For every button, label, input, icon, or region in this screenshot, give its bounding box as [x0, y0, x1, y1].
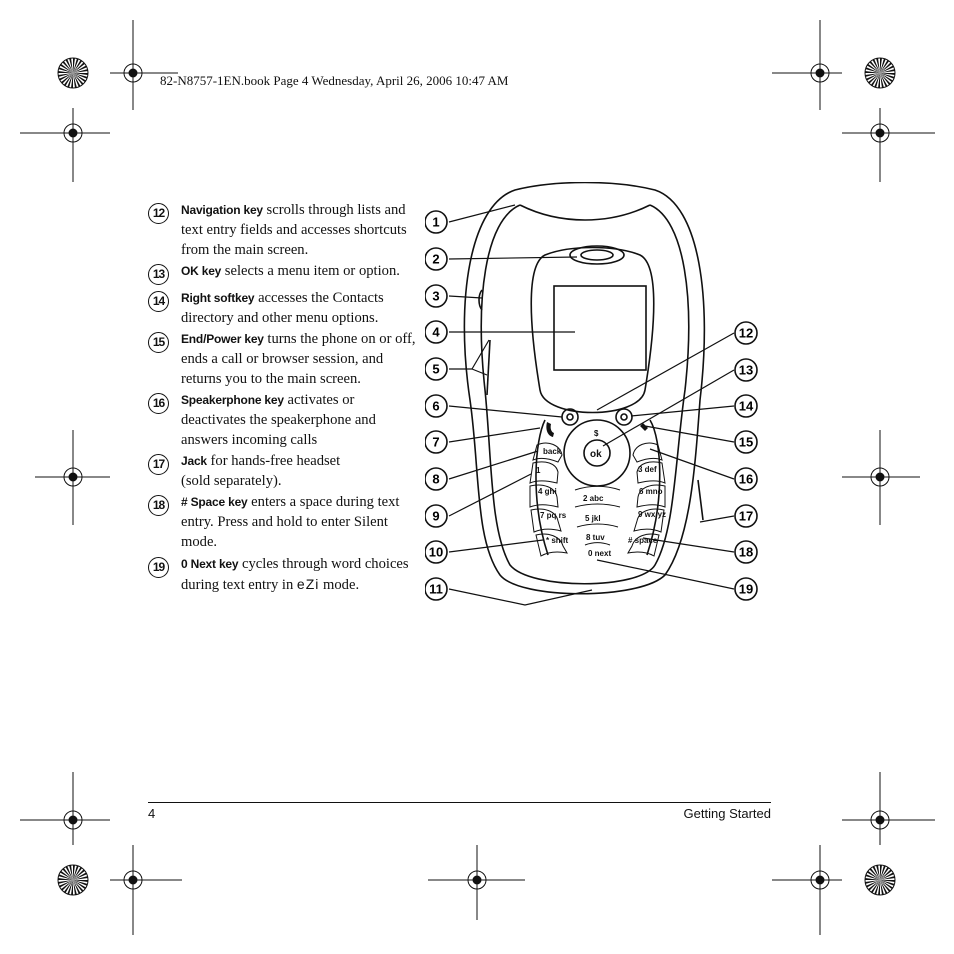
callout-label: 10 — [429, 545, 443, 560]
key-8: 8 tuv — [586, 533, 605, 542]
callout-label: 13 — [739, 363, 753, 378]
key-name: End/Power key — [181, 332, 264, 346]
callout-circle — [425, 210, 448, 234]
key-star: * shift — [546, 536, 569, 545]
callout-circle — [425, 284, 448, 308]
callout-circle — [734, 577, 758, 601]
callout-circle — [425, 577, 448, 601]
callout-circle — [734, 467, 758, 491]
key-description: activates or deactivates the speakerphon… — [181, 392, 376, 448]
callout-number: 18 — [148, 495, 169, 516]
callout-label: 11 — [429, 582, 443, 597]
key-hash: # space — [628, 536, 658, 545]
callout-number: 15 — [148, 332, 169, 353]
callout-circle — [734, 321, 758, 345]
key-4: 4 ghi — [538, 487, 557, 496]
callout-label: 6 — [432, 399, 439, 414]
callout-circle — [425, 467, 448, 491]
callout-number: 12 — [148, 203, 169, 224]
callout-label: 18 — [739, 545, 753, 560]
callout-circle — [425, 247, 448, 271]
key-name: Jack — [181, 454, 207, 468]
callout-label: 14 — [739, 399, 754, 414]
callout-number: 16 — [148, 393, 169, 414]
key-description: selects a menu item or option. — [221, 263, 400, 279]
key-name: Right softkey — [181, 291, 255, 305]
key-9: 9 wx yz — [638, 510, 666, 519]
callout-circle — [425, 540, 448, 564]
callout-circle — [425, 394, 448, 418]
key-0: 0 next — [588, 549, 611, 558]
callout-number: 17 — [148, 454, 169, 475]
ezi-logo: eZi — [296, 576, 320, 592]
callout-number: 19 — [148, 557, 169, 578]
starburst-mark — [864, 57, 896, 89]
starburst-mark — [57, 864, 89, 896]
key-s: $ — [594, 429, 599, 438]
callout-label: 5 — [432, 362, 439, 377]
key-6: 6 mno — [639, 487, 663, 496]
key-back: back — [543, 447, 562, 456]
key-description: enters a space during text entry. Press … — [181, 494, 400, 550]
callout-label: 8 — [432, 472, 439, 487]
key-name: 0 Next key — [181, 557, 239, 571]
starburst-mark — [864, 864, 896, 896]
callout-circle — [734, 358, 758, 382]
key-5: 5 jkl — [585, 514, 601, 523]
key-name: # Space key — [181, 495, 248, 509]
section-title: Getting Started — [683, 806, 771, 821]
callout-circle — [734, 394, 758, 418]
starburst-mark — [57, 57, 89, 89]
key-3: 3 def — [638, 465, 657, 474]
key-7: 7 pq rs — [540, 511, 567, 520]
key-ok: ok — [590, 449, 602, 460]
callout-circle — [734, 540, 758, 564]
callout-label: 4 — [432, 325, 440, 340]
callout-circle — [734, 504, 758, 528]
footer-rule — [148, 802, 771, 803]
callout-label: 9 — [432, 509, 439, 524]
callout-label: 2 — [432, 252, 439, 267]
key-name: Navigation key — [181, 203, 263, 217]
key-name: OK key — [181, 264, 222, 278]
callout-circle — [734, 430, 758, 454]
key-description: mode. — [319, 577, 360, 593]
key-description: accesses the Contacts directory and othe… — [181, 290, 384, 326]
callout-number: 13 — [148, 264, 169, 285]
callout-label: 3 — [432, 289, 439, 304]
page-number: 4 — [148, 806, 156, 821]
key-1: 1 — [536, 466, 541, 475]
phone-illustration: back 1 4 ghi 7 pq rs * shift 2 abc 5 jkl… — [425, 182, 758, 606]
callout-circle — [425, 320, 448, 344]
callout-circle — [425, 430, 448, 454]
key-description: for hands-free headset (sold separately)… — [181, 453, 341, 489]
callout-label: 17 — [739, 509, 753, 524]
callout-label: 12 — [739, 326, 753, 341]
callout-circle — [425, 357, 448, 381]
key-2: 2 abc — [583, 494, 604, 503]
key-description: scrolls through lists and text entry fie… — [181, 202, 407, 258]
print-header: 82-N8757-1EN.book Page 4 Wednesday, Apri… — [160, 73, 509, 88]
callout-circle — [425, 504, 448, 528]
callout-label: 7 — [432, 435, 439, 450]
key-description: turns the phone on or off, ends a call o… — [181, 331, 416, 387]
callout-label: 19 — [739, 582, 753, 597]
key-name: Speakerphone key — [181, 393, 284, 407]
callout-label: 16 — [739, 472, 753, 487]
callout-number: 14 — [148, 291, 169, 312]
key-description: cycles through word choices during text … — [181, 556, 409, 593]
callout-label: 1 — [432, 215, 439, 230]
callout-label: 15 — [739, 435, 753, 450]
